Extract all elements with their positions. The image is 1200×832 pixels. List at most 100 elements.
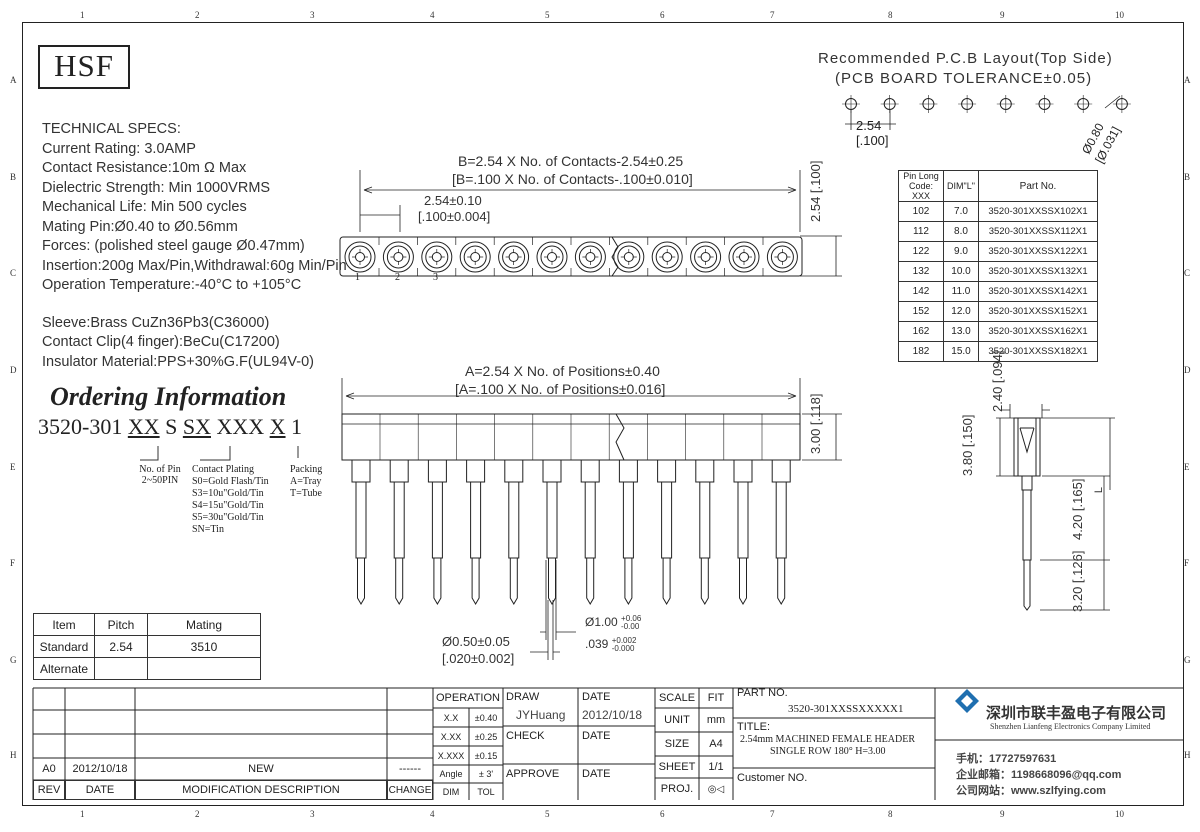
- contact-ring: [463, 245, 487, 269]
- spec-line: Dielectric Strength: Min 1000VRMS: [42, 179, 271, 196]
- contact-finger: [467, 249, 484, 265]
- specs-title: TECHNICAL SPECS:: [42, 121, 181, 137]
- contact-finger: [736, 249, 752, 265]
- plating-option: SN=Tin: [192, 524, 224, 535]
- title-label: TITLE:: [737, 721, 771, 733]
- contact-outer: [536, 241, 568, 273]
- dim-d2: Ø0.50±0.05 [.020±0.002]: [442, 633, 514, 667]
- contact-ring: [655, 245, 679, 269]
- drawer-name: JYHuang: [516, 708, 566, 722]
- tol-val: ± 3': [478, 769, 494, 779]
- part-table-cell: 182: [898, 341, 944, 362]
- pin-tail: [471, 558, 480, 605]
- contact-outer: [421, 241, 453, 273]
- draw-date: 2012/10/18: [582, 708, 643, 722]
- mating-table: Item Pitch Mating Standard 2.54 3510 Alt…: [33, 613, 261, 680]
- unit-value: mm: [706, 714, 726, 726]
- zone-row-label: F: [1184, 558, 1190, 568]
- pcb-hole-center: [919, 95, 938, 113]
- rev-header: REV: [33, 780, 65, 800]
- contact-outer: [459, 241, 491, 273]
- zone-col-label: 3: [310, 10, 315, 20]
- zone-row-label: F: [10, 558, 16, 568]
- zone-col-label: 7: [770, 10, 775, 20]
- zone-col-label: 6: [660, 10, 665, 20]
- spec-line: Contact Resistance:10m Ω Max: [42, 160, 247, 176]
- zone-row-label: C: [10, 268, 17, 278]
- sleeve-body: [775, 481, 787, 559]
- contact-outer: [766, 241, 798, 273]
- draw-label: DRAW: [506, 691, 540, 703]
- contact-outer: [613, 241, 645, 273]
- d1-in: .039: [585, 637, 609, 652]
- scale-label: SCALE: [658, 692, 696, 704]
- mating-cell: [147, 657, 261, 680]
- zone-col-label: 9: [1000, 809, 1005, 819]
- contact-finger: [352, 249, 368, 265]
- part-no-value: 3520-301XXSSXXXXX1: [788, 703, 904, 715]
- zone-row-label: G: [10, 655, 17, 665]
- part-table-cell: 3520-301XXSSX102X1: [978, 201, 1098, 222]
- tol-label: TOL: [477, 786, 495, 797]
- pcb-title-1: Recommended P.C.B Layout(Top Side): [818, 50, 1113, 67]
- zone-col-label: 1: [80, 10, 85, 20]
- company-name-cn: 深圳市联丰盈电子有限公司: [986, 705, 1167, 722]
- contact-ring: [425, 245, 449, 269]
- pcb-hole-center: [1074, 95, 1093, 113]
- packing-option: T=Tube: [290, 488, 322, 499]
- date-label: DATE: [582, 691, 611, 703]
- dim-b-mm: B=2.54 X No. of Contacts-2.54±0.25: [458, 153, 684, 169]
- sleeve-body: [508, 481, 520, 559]
- website: 公司网站：www.szlfying.com: [956, 785, 1106, 797]
- sleeve-body: [355, 481, 367, 559]
- contact-finger: [544, 249, 560, 265]
- sleeve-body: [661, 481, 673, 559]
- tol-val: ±0.15: [474, 750, 498, 761]
- zone-row-label: H: [1184, 750, 1191, 760]
- packing-option: A=Tray: [290, 476, 322, 487]
- rev-header: CHANGE: [387, 780, 433, 800]
- spec-line: Current Rating: 3.0AMP: [42, 140, 196, 157]
- hsf-logo: HSF: [38, 45, 130, 89]
- zone-row-label: D: [1184, 365, 1191, 375]
- d1-mm: Ø1.00: [585, 615, 618, 630]
- dim-b-in: [B=.100 X No. of Contacts-.100±0.010]: [452, 171, 693, 187]
- size-value: A4: [709, 738, 723, 750]
- code-sx: SX: [182, 414, 211, 439]
- plating-option: S4=15u"Gold/Tin: [192, 500, 264, 511]
- unit-label: UNIT: [664, 714, 690, 726]
- rev-header: MODIFICATION DESCRIPTION: [135, 780, 387, 800]
- zone-row-label: G: [1184, 655, 1191, 665]
- contact-finger: [659, 249, 676, 265]
- sleeve-body: [546, 481, 558, 559]
- tol-val: ±0.25: [474, 731, 498, 742]
- plating-info: Contact Plating S0=Gold Flash/Tin S3=10u…: [192, 464, 269, 536]
- contact-ring: [694, 245, 718, 269]
- material-line: Sleeve:Brass CuZn36Pb3(C36000): [42, 314, 270, 331]
- plating-option: S0=Gold Flash/Tin: [192, 476, 269, 487]
- packing-label: Packing: [290, 464, 323, 475]
- contact-finger: [697, 249, 714, 265]
- part-table-header: Part No.: [978, 170, 1098, 202]
- email: 企业邮箱：1198668096@qq.com: [956, 769, 1122, 781]
- code-x: X: [269, 414, 286, 439]
- rev-cell: 2012/10/18: [72, 763, 128, 775]
- zone-col-label: 5: [545, 809, 550, 819]
- contact-outer: [690, 241, 722, 273]
- spec-line: Mechanical Life: Min 500 cycles: [42, 199, 247, 215]
- pin-tail: [662, 558, 671, 605]
- contact-ring: [617, 245, 641, 269]
- pitch-in: [.100±0.004]: [418, 209, 491, 224]
- zone-col-label: 1: [80, 809, 85, 819]
- pcb-title-2: (PCB BOARD TOLERANCE±0.05): [835, 70, 1093, 87]
- pin-tail: [357, 558, 365, 605]
- contact-finger: [428, 249, 445, 265]
- plating-option: S3=10u"Gold/Tin: [192, 488, 264, 499]
- material-line: Contact Clip(4 finger):BeCu(C17200): [42, 334, 280, 350]
- customer-label: Customer NO.: [737, 772, 808, 784]
- zone-row-label: C: [1184, 268, 1191, 278]
- code-s: S: [159, 414, 183, 439]
